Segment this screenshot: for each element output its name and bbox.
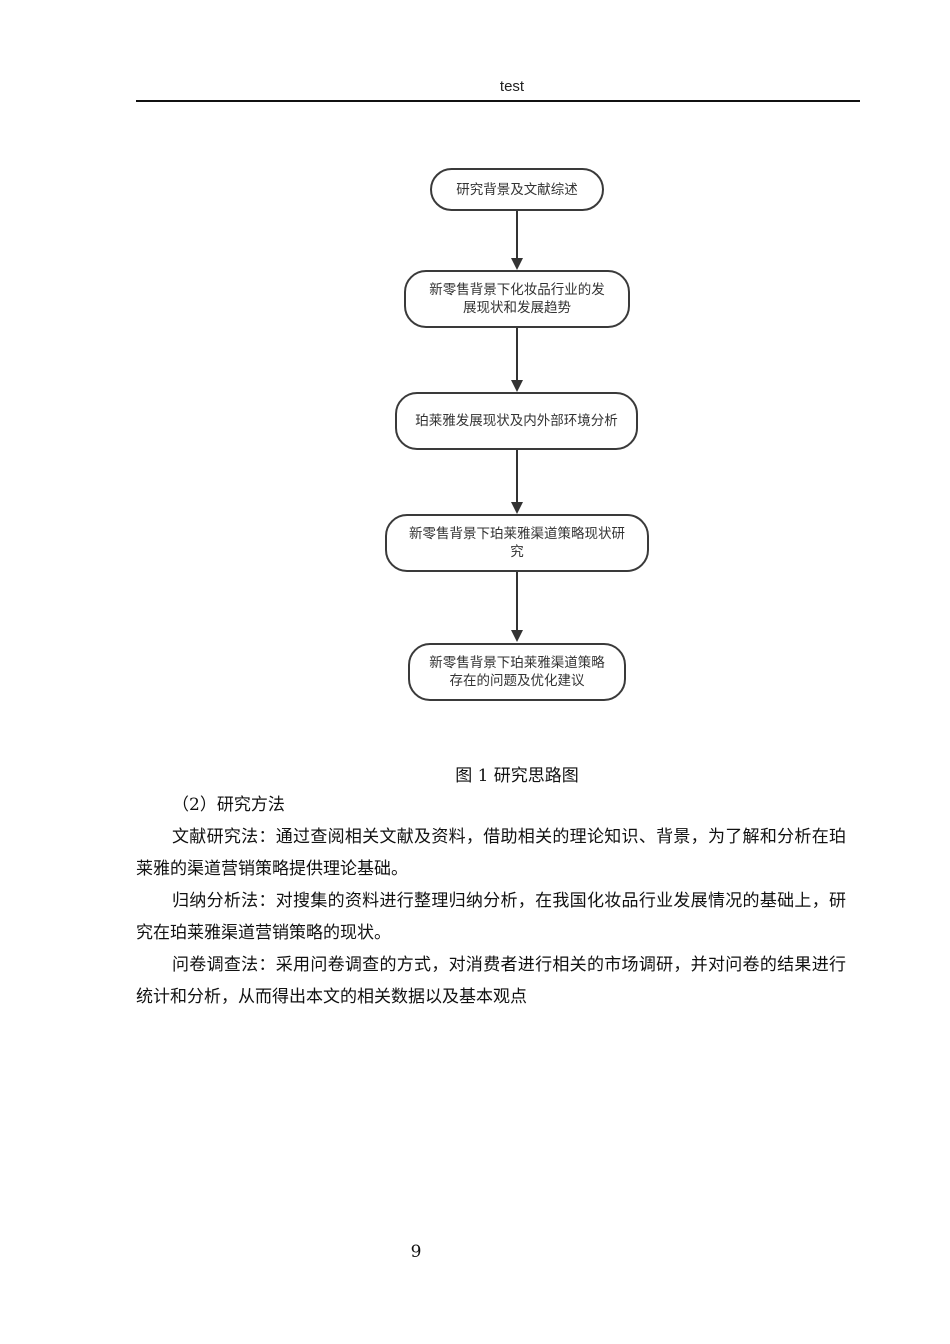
paragraph-induction: 归纳分析法：对搜集的资料进行整理归纳分析，在我国化妆品行业发展情况的基础上，研究…	[136, 891, 846, 943]
figure-caption: 图 1 研究思路图	[455, 766, 579, 786]
page-header: test	[499, 78, 525, 95]
header-rule	[136, 100, 860, 102]
flow-arrow-1	[516, 211, 518, 260]
flow-arrowhead-4	[511, 630, 523, 642]
flow-arrow-4	[516, 572, 518, 632]
research-flowchart: 研究背景及文献综述 新零售背景下化妆品行业的发 展现状和发展趋势 珀莱雅发展现状…	[385, 168, 649, 701]
flow-step-4-line2: 究	[510, 544, 524, 560]
page-number: 9	[410, 1242, 422, 1262]
flow-step-5: 新零售背景下珀莱雅渠道策略 存在的问题及优化建议	[408, 643, 626, 701]
flow-step-4-line1: 新零售背景下珀莱雅渠道策略现状研	[409, 526, 625, 542]
flow-step-1: 研究背景及文献综述	[430, 168, 604, 211]
flow-step-3: 珀莱雅发展现状及内外部环境分析	[395, 392, 638, 450]
flow-arrow-3	[516, 450, 518, 504]
flow-arrowhead-1	[511, 258, 523, 270]
flow-step-3-line1: 珀莱雅发展现状及内外部环境分析	[415, 413, 618, 429]
flow-step-2-line1: 新零售背景下化妆品行业的发	[429, 282, 605, 298]
flow-step-5-line2: 存在的问题及优化建议	[449, 673, 585, 689]
flow-step-4: 新零售背景下珀莱雅渠道策略现状研 究	[385, 514, 649, 572]
flow-step-1-line1: 研究背景及文献综述	[456, 181, 578, 198]
flow-step-2: 新零售背景下化妆品行业的发 展现状和发展趋势	[404, 270, 630, 328]
flow-step-5-line1: 新零售背景下珀莱雅渠道策略	[429, 655, 605, 671]
paragraph-literature: 文献研究法：通过查阅相关文献及资料，借助相关的理论知识、背景，为了解和分析在珀莱…	[136, 827, 846, 879]
flow-arrowhead-3	[511, 502, 523, 514]
paragraph-survey: 问卷调查法：采用问卷调查的方式，对消费者进行相关的市场调研，并对问卷的结果进行统…	[136, 955, 846, 1007]
flow-arrow-2	[516, 328, 518, 382]
flow-step-2-line2: 展现状和发展趋势	[463, 300, 571, 316]
flow-arrowhead-2	[511, 380, 523, 392]
section-heading: （2）研究方法	[172, 795, 285, 815]
